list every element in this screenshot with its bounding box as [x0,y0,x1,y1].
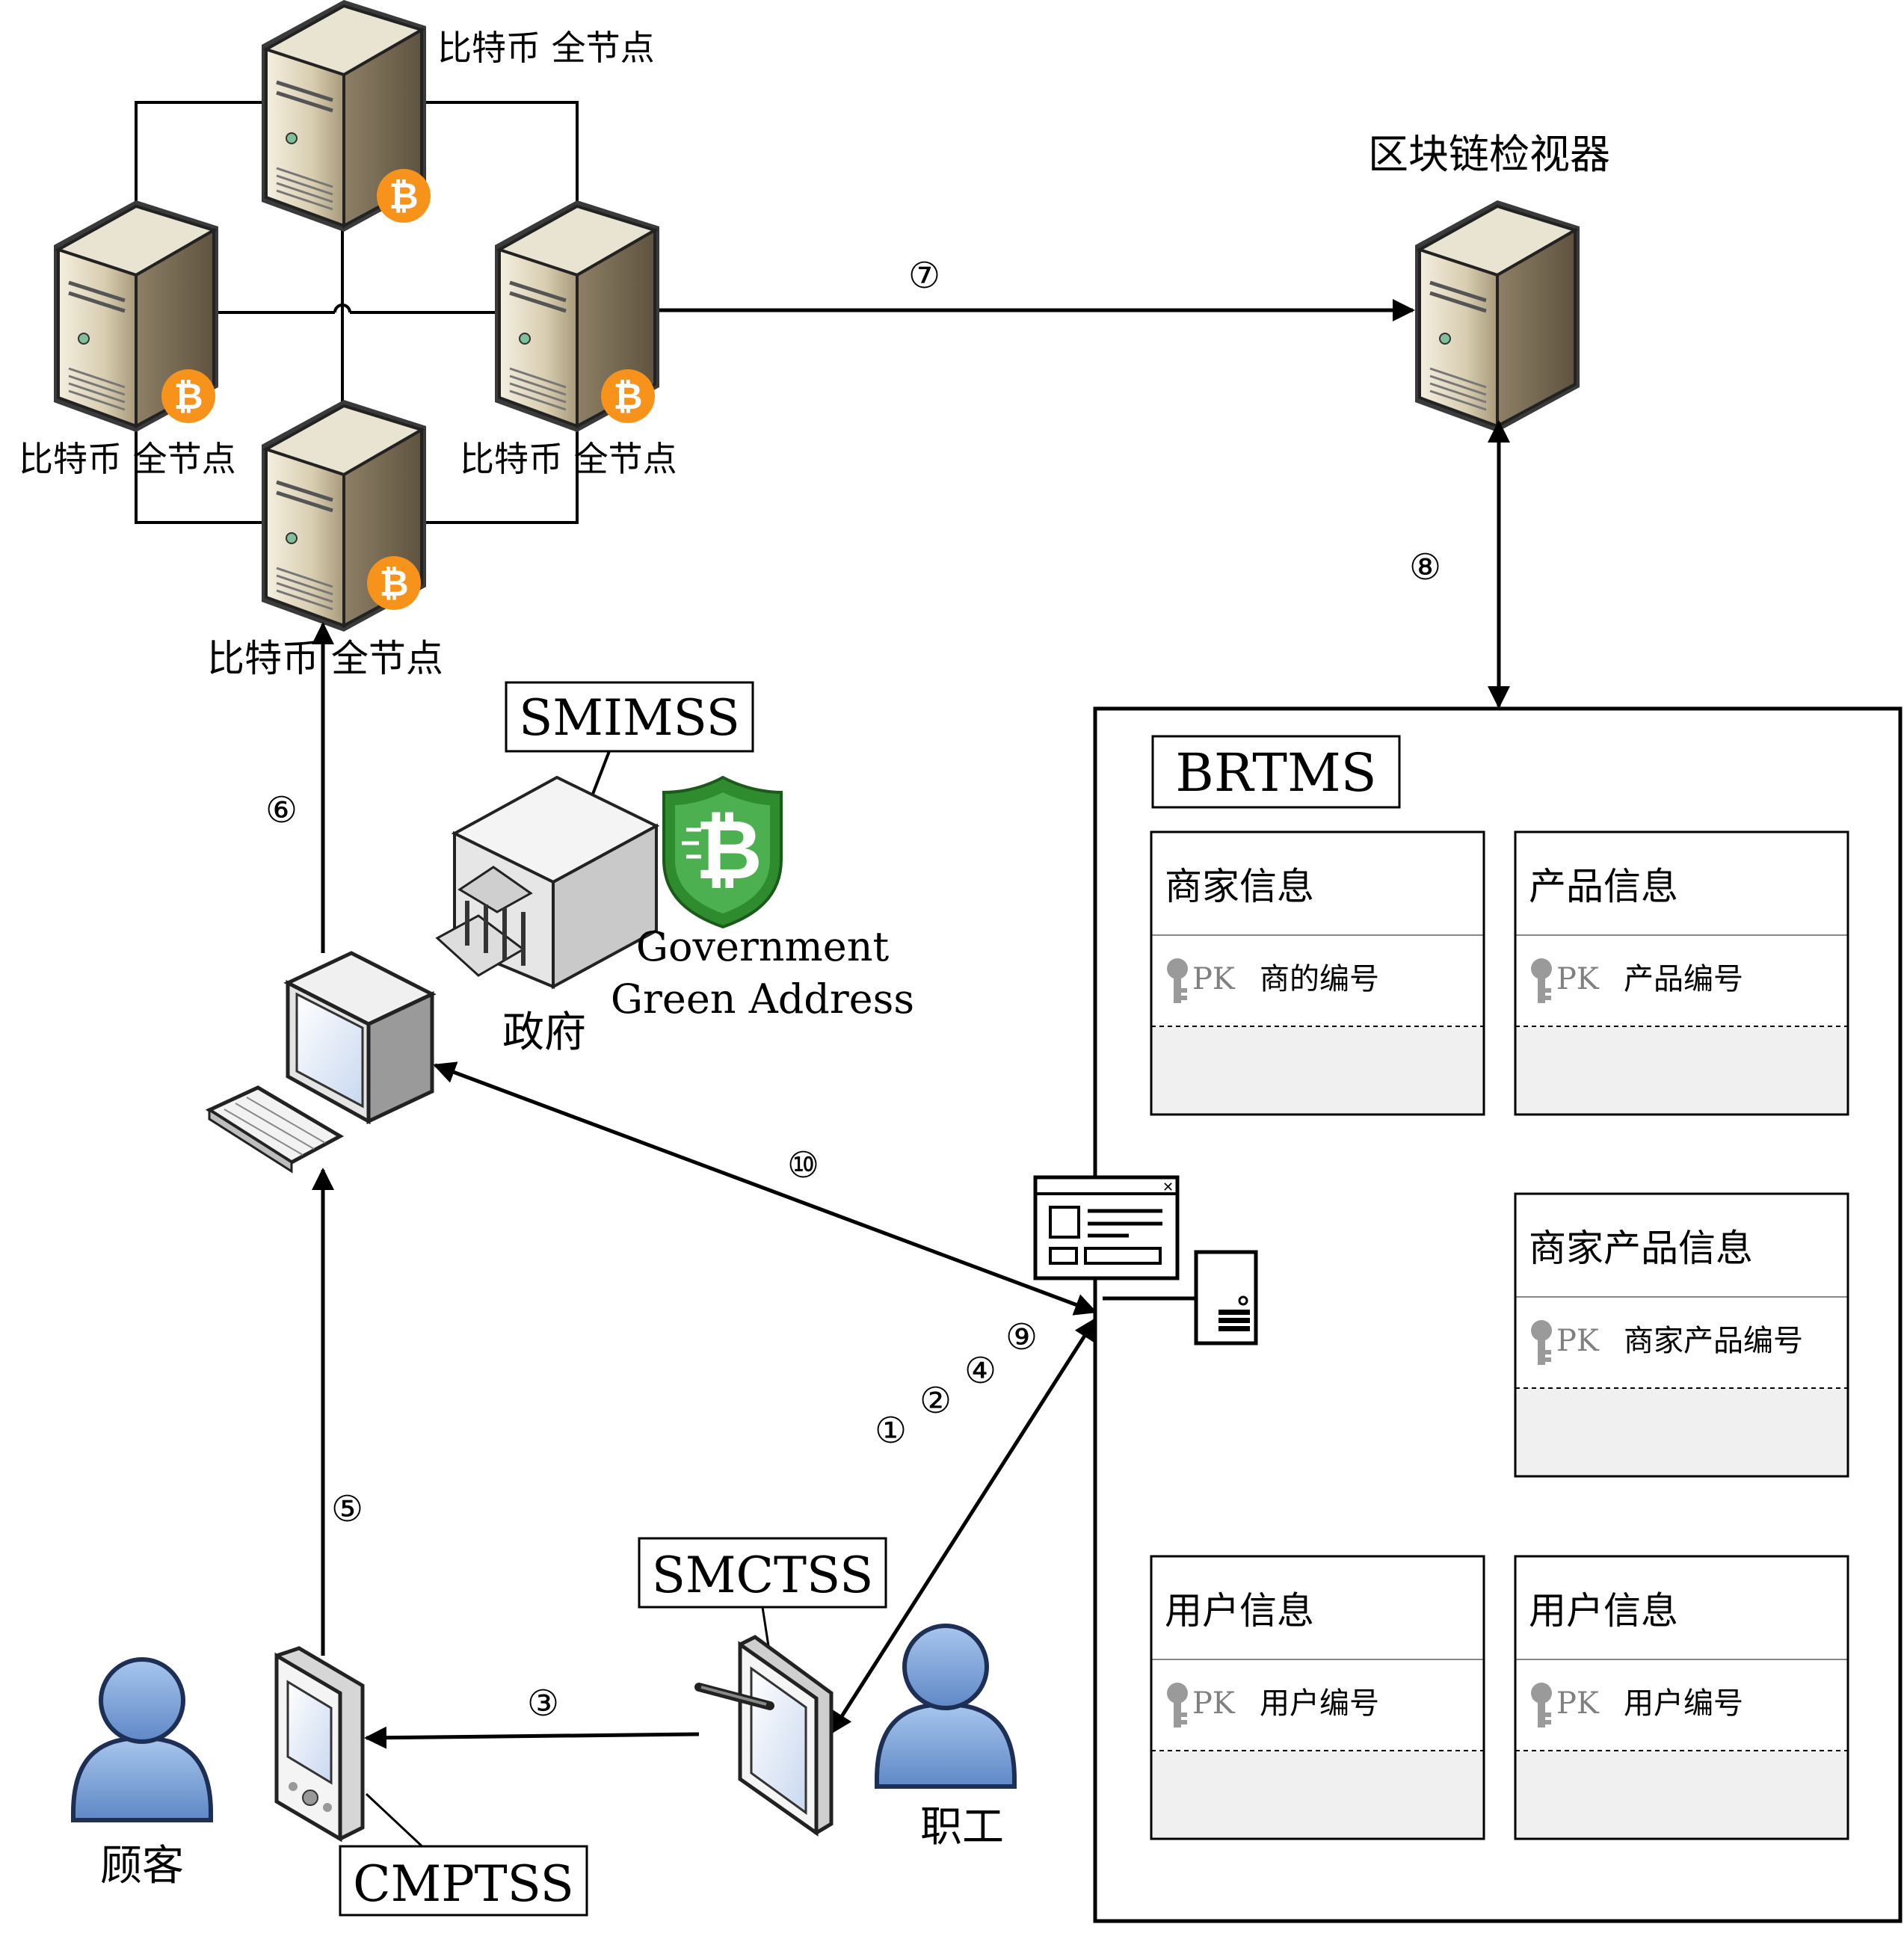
step-4-label: ④ [964,1350,996,1392]
step-3-label: ③ [527,1683,559,1724]
step-8-label: ⑧ [1409,546,1441,588]
web-server-icon: ✕ [1033,1175,1258,1345]
pk-field: 用户编号 [1260,1686,1379,1721]
brtms-label: BRTMS [1175,742,1376,804]
bitcoin-full-node-right: 比特币 全节点 [460,200,677,479]
pk-field: 用户编号 [1624,1686,1743,1721]
staff: 职工 [877,1626,1014,1852]
mobile-phone-icon [274,1646,428,1852]
blockchain-explorer: 区块链检视器 [1368,131,1610,432]
table-title: 商家产品信息 [1529,1227,1753,1270]
bitcoin-full-node-bottom: 比特币 全节点 [207,400,443,680]
brtms-title-box [1151,735,1401,809]
step-5-label: ⑤ [331,1488,363,1530]
explorer-label: 区块链检视器 [1368,131,1610,178]
government-node: SMIMSS ₿ Government Green Address 政府 [435,681,914,1057]
node-label: 比特币 全节点 [19,439,236,479]
table-title: 商家信息 [1165,865,1314,908]
pk-field: 商的编号 [1260,962,1379,996]
bitcoin-badge-icon [377,169,431,223]
pk-label: PK [1556,962,1600,996]
db-table: 用户信息 PK 用户编号 [1514,1555,1849,1840]
step-2-label: ② [919,1380,952,1422]
svg-text:₿: ₿ [695,802,762,898]
person-icon [73,1659,211,1820]
bitcoin-badge-icon [601,369,655,423]
pk-label: PK [1192,1686,1236,1721]
pk-field: 产品编号 [1624,962,1743,996]
db-table: 商家信息 PK 商的编号 [1150,830,1485,1116]
pk-label: PK [1556,1686,1600,1721]
smimss-label: SMIMSS [519,689,740,747]
smimss-box [505,681,754,753]
arrow-step-10 [433,1061,1097,1316]
government-label: 政府 [502,1008,586,1057]
table-title: 用户信息 [1529,1589,1678,1633]
government-building-icon [435,775,660,990]
customer: 顾客 [73,1659,211,1890]
gov-green-address-line2: Green Address [611,975,914,1023]
server-tower-icon [1415,200,1580,432]
arrow-step-3 [364,1726,700,1749]
step-10-label: ⑩ [787,1144,819,1186]
node-label: 比特币 全节点 [437,28,655,68]
db-table: 商家产品信息 PK 商家产品编号 [1514,1192,1849,1478]
step-6-label: ⑥ [265,789,298,831]
person-icon [877,1626,1014,1787]
step-labels: ⑦ ⑧ ⑥ ⑤ ③ ⑩ ① ② ④ ⑨ [265,255,1441,1724]
bitcoin-shield-icon: ₿ [662,775,783,929]
table-title: 产品信息 [1529,865,1678,908]
bitcoin-full-node-left: 比特币 全节点 [19,200,236,479]
node-label: 比特币 全节点 [460,439,677,479]
pk-label: PK [1556,1324,1600,1358]
cmptss-box: CMPTSS [339,1845,588,1917]
smctss-label: SMCTSS [652,1547,874,1604]
smctss-box: SMCTSS [638,1537,887,1656]
gov-green-address-line1: Government [636,923,890,970]
db-table: 用户信息 PK 用户编号 [1150,1555,1485,1840]
bitcoin-badge-icon [161,369,215,423]
pk-label: PK [1192,962,1236,996]
bitcoin-full-node-top: 比特币 全节点 [262,0,655,232]
table-title: 用户信息 [1165,1589,1314,1633]
customer-label: 顾客 [100,1842,184,1890]
tablet-pen-icon [694,1635,834,1837]
db-table: 产品信息 PK 产品编号 [1514,830,1849,1116]
flow-arrows [312,299,1510,1749]
step-9-label: ⑨ [1005,1316,1038,1358]
arrow-steps-1-2-4-9 [829,1317,1097,1735]
step-7-label: ⑦ [908,255,940,297]
svg-text:✕: ✕ [1162,1180,1174,1195]
cmptss-label: CMPTSS [353,1855,574,1913]
step-1-label: ① [875,1410,907,1452]
staff-label: 职工 [920,1803,1004,1852]
pk-field: 商家产品编号 [1624,1324,1803,1358]
bitcoin-badge-icon [367,556,421,610]
desktop-computer-icon [205,951,437,1174]
node-label: 比特币 全节点 [207,637,443,680]
